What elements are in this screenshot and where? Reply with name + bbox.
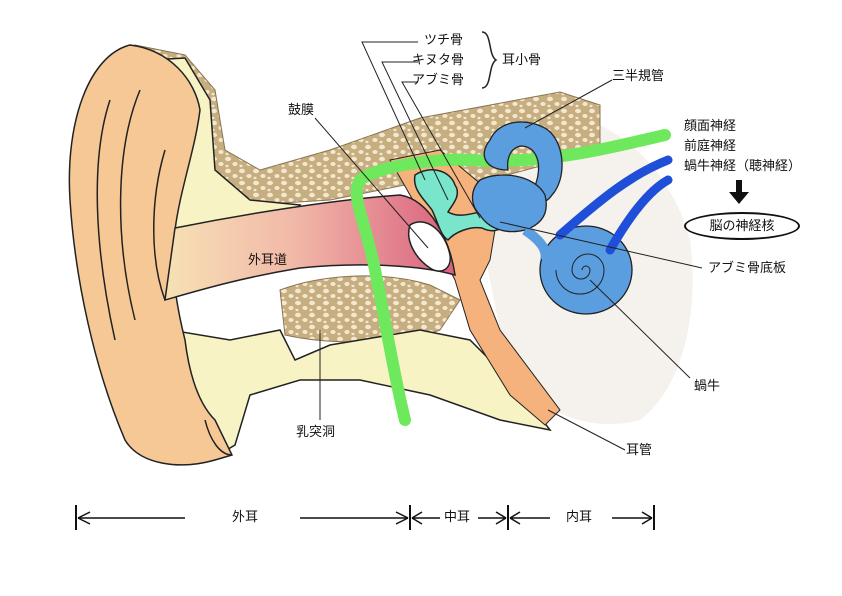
label-cochlea: 蝸牛 <box>694 379 721 394</box>
cochlear-nerve <box>605 175 673 255</box>
label-inner-ear: 内耳 <box>566 510 593 525</box>
label-eustachian-tube: 耳管 <box>626 443 653 458</box>
label-outer-ear: 外耳 <box>232 510 259 525</box>
label-vestibular-nerve: 前庭神経 <box>684 139 737 154</box>
ear-canal <box>164 194 456 302</box>
pinna <box>68 44 234 466</box>
label-stapes-footplate: アブミ骨底板 <box>708 261 787 276</box>
label-middle-ear: 中耳 <box>444 510 471 525</box>
leader-abumi-teiban <box>499 221 703 269</box>
pinna-fold-1 <box>96 99 116 341</box>
leader-tsuchi <box>361 41 426 181</box>
label-malleus: ツチ骨 <box>424 33 464 48</box>
eardrum <box>408 221 451 272</box>
label-incus: キヌタ骨 <box>412 53 465 68</box>
cochlea-spiral <box>555 253 605 295</box>
earlobe-tip <box>204 419 233 456</box>
label-semicircular-canals: 三半規管 <box>612 69 665 84</box>
vestibular-nerve <box>555 155 673 240</box>
label-cochlear-nerve: 蝸牛神経（聴神経） <box>684 159 802 174</box>
leader-kagyu <box>589 279 691 379</box>
pinna-fold-2 <box>119 89 141 321</box>
pinna-fold-3 <box>153 149 166 301</box>
inner-ear-arrows <box>509 511 653 525</box>
label-eardrum: 鼓膜 <box>288 103 315 118</box>
leader-jikan <box>547 409 626 451</box>
label-facial-nerve: 顔面神経 <box>684 119 737 134</box>
label-ossicles: 耳小骨 <box>502 53 542 68</box>
label-brain-nucleus: 脳の神経核 <box>709 218 775 234</box>
leader-kinuta <box>381 61 449 201</box>
cochlea-link <box>522 225 551 262</box>
leader-komaku <box>314 117 429 249</box>
label-mastoid-antrum: 乳突洞 <box>296 425 336 440</box>
down-arrow-icon <box>729 180 749 204</box>
leader-abumi <box>401 81 481 219</box>
leader-sanhankikan <box>524 79 613 129</box>
lower-bone <box>279 275 461 343</box>
middle-ear-arrows <box>411 511 507 525</box>
brace-ossicles <box>481 31 498 89</box>
label-stapes: アブミ骨 <box>412 73 465 88</box>
brain-nucleus-oval: 脳の神経核 <box>684 212 800 240</box>
label-ear-canal: 外耳道 <box>248 253 288 268</box>
